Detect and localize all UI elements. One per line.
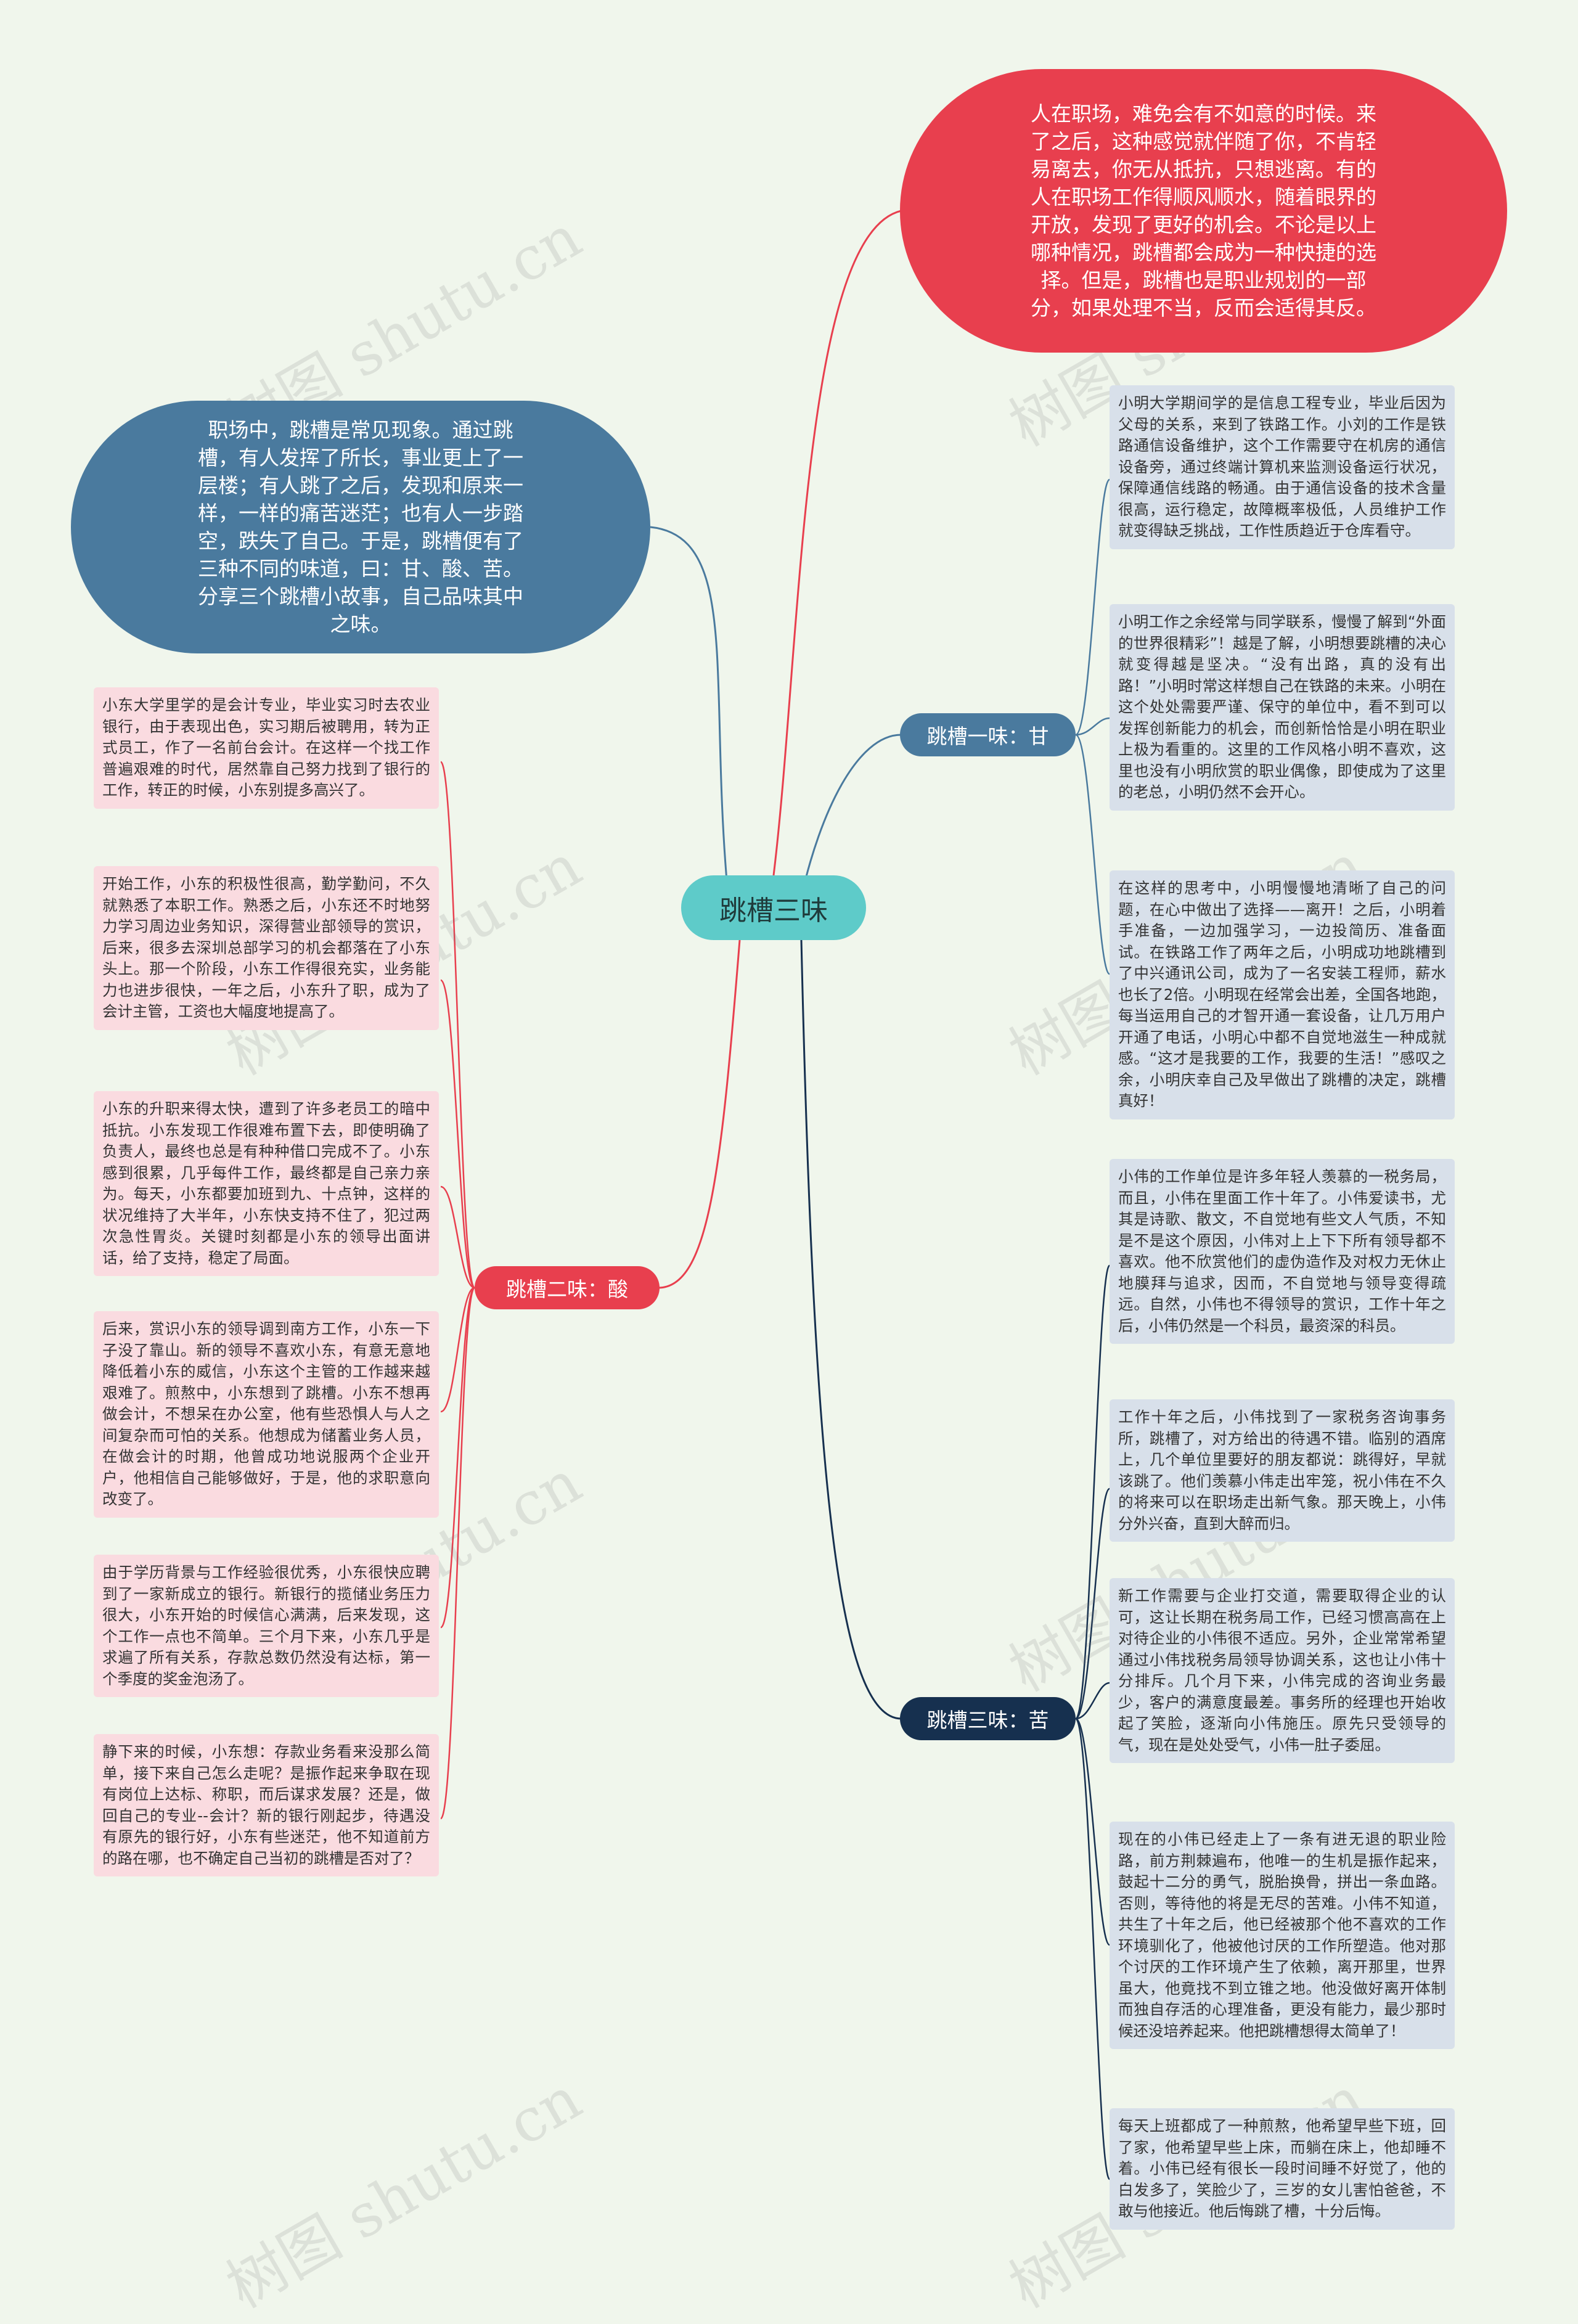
suan-leaf-6[interactable]: 静下来的时候，小东想：存款业务看来没那么简单，接下来自己怎么走呢？是振作起来争取…	[94, 1734, 439, 1876]
suan-leaf-3[interactable]: 小东的升职来得太快，遭到了许多老员工的暗中抵抗。小东发现工作很难布置下去，即使明…	[94, 1091, 439, 1276]
ku-leaf-5[interactable]: 每天上班都成了一种煎熬，他希望早些下班，回了家，他希望早些上床，而躺在床上，他却…	[1110, 2108, 1455, 2230]
link-suan-leaf-6	[439, 1287, 476, 1820]
link-gan-leaf-3	[1075, 734, 1111, 975]
topic-gan[interactable]: 跳槽一味：甘	[900, 713, 1076, 756]
suan-leaf-1[interactable]: 小东大学里学的是会计专业，毕业实习时去农业银行，由于表现出色，实习期后被聘用，转…	[94, 687, 439, 809]
link-center-suan	[658, 939, 741, 1289]
gan-leaf-2[interactable]: 小明工作之余经常与同学联系，慢慢了解到“外面的世界很精彩”！越是了解，小明想要跳…	[1110, 604, 1455, 811]
link-ku-leaf-5	[1074, 1717, 1111, 2180]
suan-leaf-4[interactable]: 后来，赏识小东的领导调到南方工作，小东一下子没了靠山。新的领导不喜欢小东，有意无…	[94, 1311, 439, 1518]
link-center-ku	[800, 939, 902, 1720]
link-center-blue	[650, 526, 729, 888]
ku-leaf-3[interactable]: 新工作需要与企业打交道，需要取得企业的认可，这让长期在税务局工作，已经习惯高高在…	[1110, 1578, 1455, 1763]
link-suan-leaf-4	[440, 1287, 475, 1413]
link-gan-leaf-2	[1075, 717, 1110, 736]
ku-leaf-1[interactable]: 小伟的工作单位是许多年轻人羡慕的一税务局，而且，小伟在里面工作十年了。小伟爱读书…	[1110, 1159, 1455, 1344]
gan-leaf-1[interactable]: 小明大学期间学的是信息工程专业，毕业后因为父母的关系，来到了铁路工作。小刘的工作…	[1110, 385, 1455, 549]
intro-blue-text: 职场中，跳槽是常见现象。通过跳槽，有人发挥了所长，事业更上了一层楼；有人跳了之后…	[198, 418, 523, 636]
suan-leaf-2[interactable]: 开始工作，小东的积极性很高，勤学勤问，不久就熟悉了本职工作。熟悉之后，小东还不时…	[94, 866, 439, 1030]
suan-leaf-5[interactable]: 由于学历背景与工作经验很优秀，小东很快应聘到了一家新成立的银行。新银行的揽储业务…	[94, 1555, 439, 1697]
link-suan-leaf-5	[439, 1287, 476, 1629]
link-suan-leaf-2	[439, 979, 476, 1289]
gan-leaf-3[interactable]: 在这样的思考中，小明慢慢地清晰了自己的问题，在心中做出了选择——离开！之后，小明…	[1110, 870, 1455, 1119]
link-ku-leaf-1	[1074, 1264, 1111, 1720]
intro-blue-bubble[interactable]: 职场中，跳槽是常见现象。通过跳槽，有人发挥了所长，事业更上了一层楼；有人跳了之后…	[71, 401, 650, 653]
link-center-gan	[800, 734, 902, 898]
link-ku-leaf-2	[1075, 1487, 1111, 1720]
link-gan-leaf-1	[1075, 478, 1111, 736]
ku-leaf-4[interactable]: 现在的小伟已经走上了一条有进无退的职业险路，前方荆棘遍布，他唯一的生机是振作起来…	[1110, 1822, 1455, 2049]
center-topic[interactable]: 跳槽三味	[681, 875, 866, 940]
topic-ku[interactable]: 跳槽三味：苦	[900, 1697, 1076, 1740]
intro-red-text: 人在职场，难免会有不如意的时候。来了之后，这种感觉就伴随了你，不肯轻易离去，你无…	[1031, 102, 1376, 320]
link-center-red	[772, 210, 902, 876]
topic-suan[interactable]: 跳槽二味：酸	[475, 1266, 660, 1309]
link-suan-leaf-3	[440, 1185, 475, 1289]
intro-red-bubble[interactable]: 人在职场，难免会有不如意的时候。来了之后，这种感觉就伴随了你，不肯轻易离去，你无…	[900, 69, 1507, 353]
link-ku-leaf-3	[1075, 1682, 1110, 1720]
link-suan-leaf-1	[439, 761, 476, 1289]
ku-leaf-2[interactable]: 工作十年之后，小伟找到了一家税务咨询事务所，跳槽了，对方给出的待遇不错。临别的酒…	[1110, 1399, 1455, 1542]
link-ku-leaf-4	[1075, 1717, 1111, 1946]
